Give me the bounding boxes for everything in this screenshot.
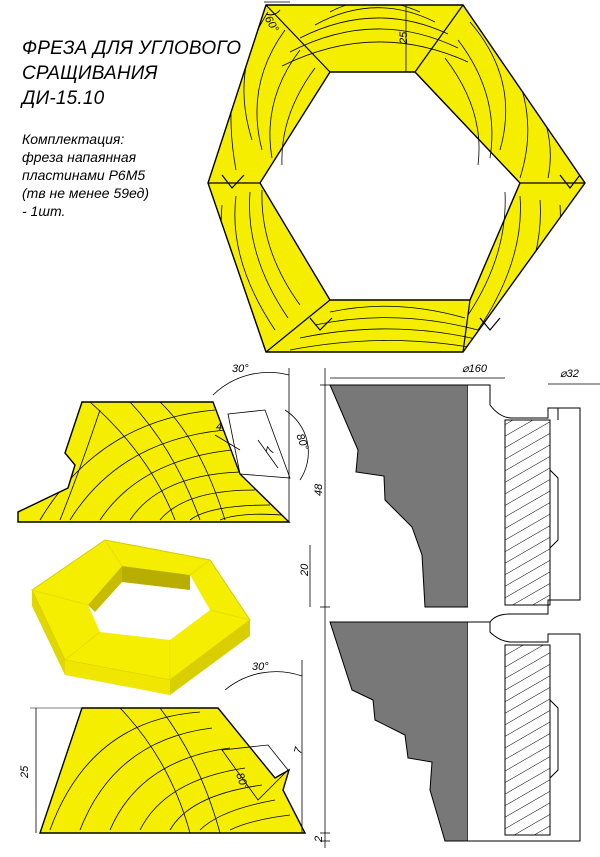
lower-profile-section: 25 30° 7 80° — [19, 660, 307, 834]
cutter-offset-label: 2 — [313, 836, 325, 843]
hexagon-frame — [207, 4, 586, 353]
bore-diameter-label: ⌀32 — [560, 368, 579, 380]
kit-description: Комплектация: фреза напаянная пластинами… — [22, 130, 149, 220]
lower-height-label: 25 — [19, 765, 31, 779]
upper-blade — [329, 384, 469, 608]
drawing-title: ФРЕЗА ДЛЯ УГЛОВОГО СРАЩИВАНИЯ ДИ-15.10 — [22, 36, 241, 111]
lower-angle-label: 30° — [252, 661, 269, 673]
cutter-section: ⌀160 ⌀32 48 20 2 — [299, 363, 600, 848]
hex-width-label: 25 — [398, 31, 410, 45]
title-line-3: ДИ-15.10 — [22, 88, 105, 109]
upper-profile-section: 30° 4 7 80° — [17, 363, 311, 523]
lower-profile — [39, 707, 307, 834]
kit-line-2: фреза напаянная — [22, 149, 137, 165]
title-line-2: СРАЩИВАНИЯ — [22, 63, 158, 84]
upper-depth-label: 7 — [264, 445, 277, 455]
wood-grain-upper — [39, 402, 283, 521]
cutter-diameter-label: ⌀160 — [462, 363, 488, 375]
lower-included-label: 80° — [233, 771, 250, 791]
wood-grain-hex — [220, 5, 561, 352]
wood-grain-lower — [49, 708, 291, 833]
hexagon-frame-view: 60° 25 — [207, 1, 586, 353]
title-line-1: ФРЕЗА ДЛЯ УГЛОВОГО — [22, 38, 242, 59]
hex-angle-arc — [265, 9, 281, 16]
upper-included-label: 80° — [293, 432, 310, 452]
lower-blade — [329, 621, 469, 842]
upper-angle-arc — [212, 371, 290, 396]
upper-tooth-label: 4 — [216, 421, 222, 433]
upper-angle-label: 30° — [232, 363, 249, 375]
hex-miter-joints — [208, 4, 585, 353]
upper-profile — [17, 401, 291, 523]
kit-line-3: пластинами Р6М5 — [22, 167, 146, 183]
lower-body-hatch — [504, 644, 551, 836]
upper-body-hatch — [504, 419, 551, 606]
cutter-height-20-label: 20 — [299, 563, 311, 577]
lower-depth-label: 7 — [292, 745, 305, 755]
kit-line-1: Комплектация: — [22, 131, 125, 147]
frame-3d-view — [31, 539, 251, 695]
kit-line-5: - 1шт. — [22, 203, 66, 219]
cutter-height-48-label: 48 — [313, 483, 325, 496]
kit-line-4: (тв не менее 59ед) — [22, 185, 150, 201]
